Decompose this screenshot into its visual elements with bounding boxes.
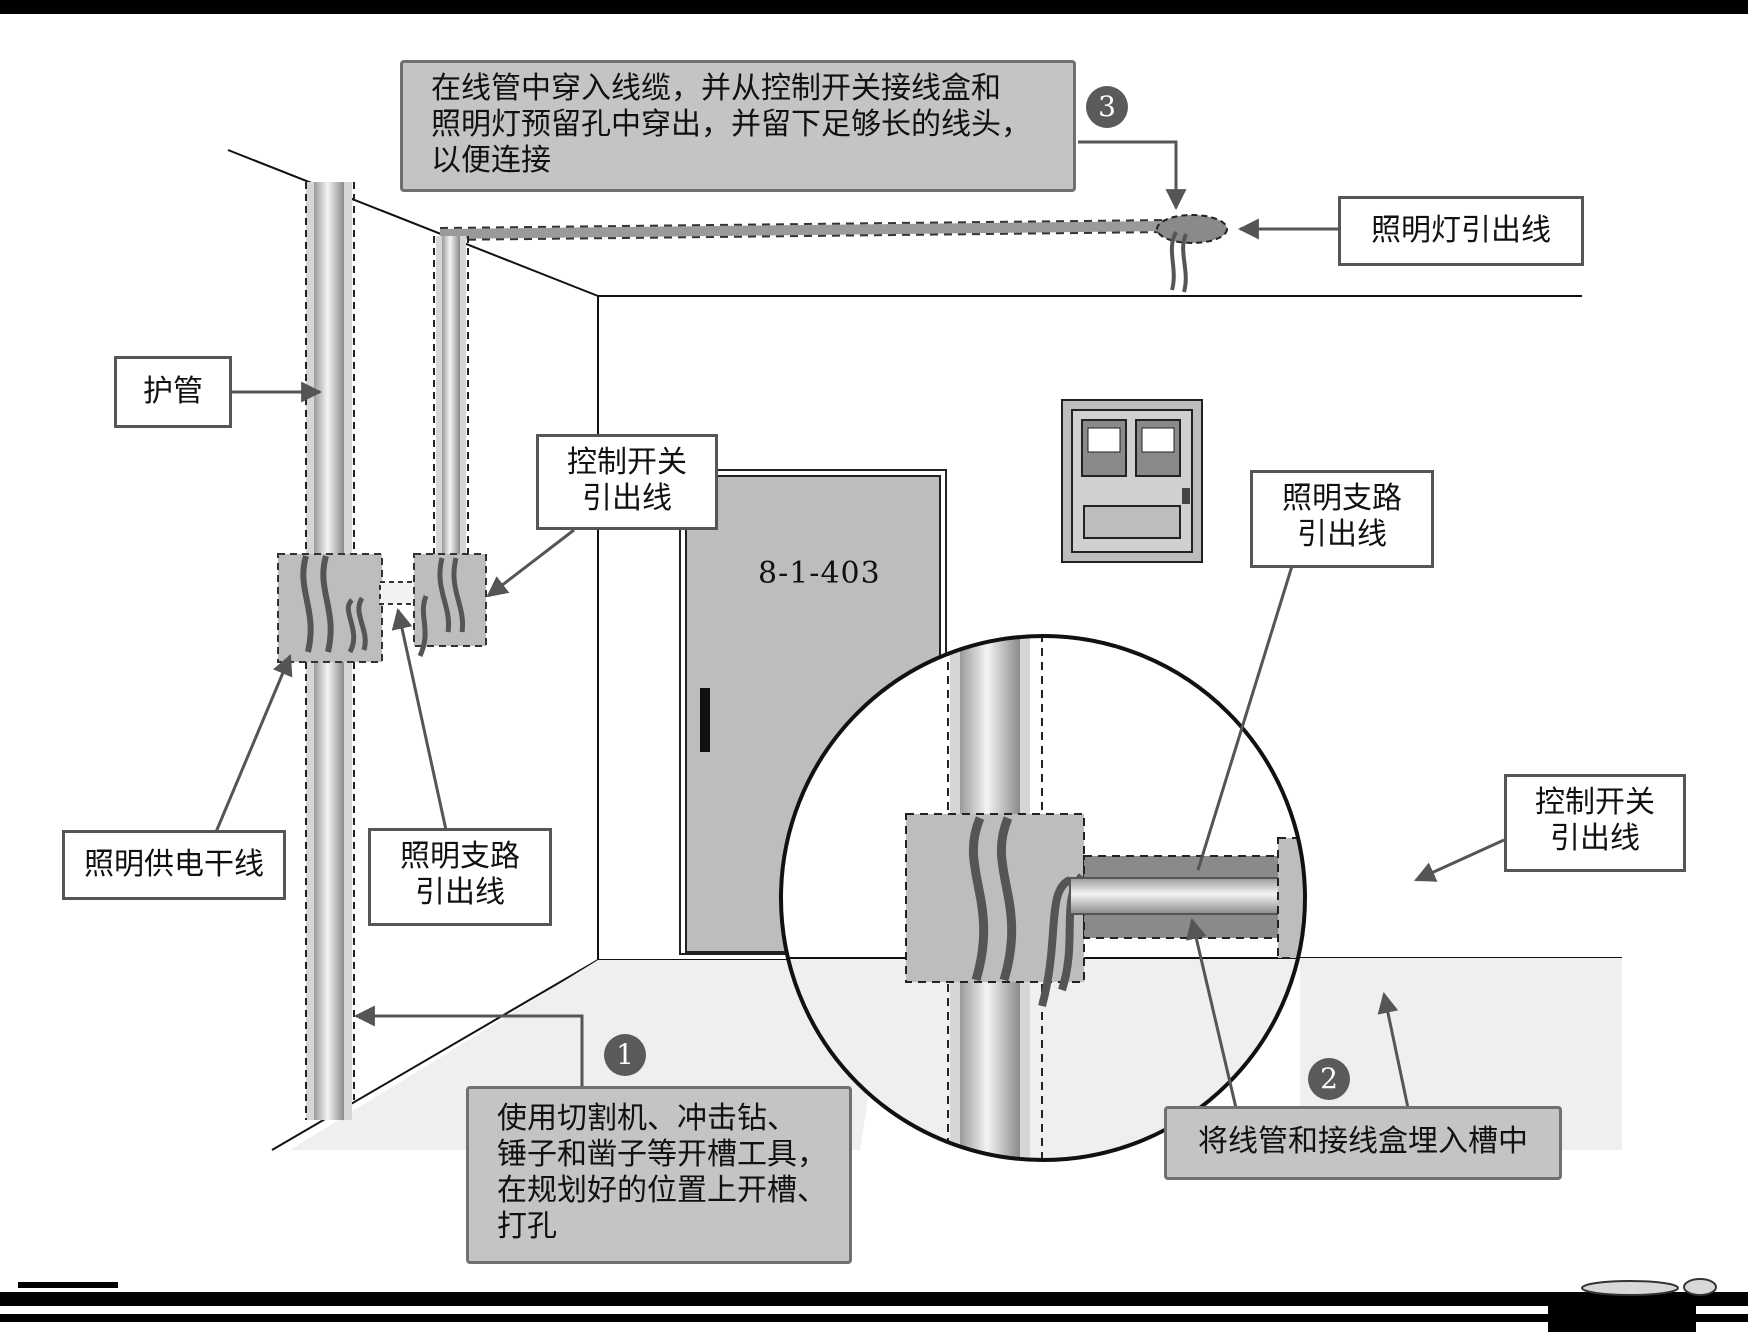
branch-pipe: [433, 236, 469, 558]
step-1-badge: 1: [604, 1034, 646, 1076]
arrow-step2-box: [1377, 991, 1410, 1109]
arrow-supply-trunk: [214, 654, 293, 833]
leader-lines: [214, 140, 1505, 1109]
step-3-badge: 3: [1086, 86, 1128, 128]
arrow-switch-lead-top: [486, 528, 575, 598]
door-number: 8-1-403: [758, 556, 881, 591]
arrow-step2-pipe: [1186, 917, 1238, 1109]
switch-lead-zoom-label: 控制开关 引出线: [1504, 774, 1686, 872]
door-handle: [700, 688, 710, 752]
meter-box: [1061, 399, 1203, 563]
step3-note: 在线管中穿入线缆，并从控制开关接线盒和 照明灯预留孔中穿出，并留下足够长的线头，…: [400, 60, 1076, 192]
supply-trunk-label: 照明供电干线: [62, 830, 286, 900]
step2-note: 将线管和接线盒埋入槽中: [1164, 1106, 1562, 1180]
branch-lead-zoom-label: 照明支路 引出线: [1250, 470, 1434, 568]
step-2-badge: 2: [1308, 1058, 1350, 1100]
arrow-branch-lead: [391, 607, 448, 831]
junction-box-switch: [413, 553, 487, 658]
protect-pipe-label: 护管: [114, 356, 232, 428]
switch-lead-top-label: 控制开关 引出线: [536, 434, 718, 530]
branch-link-pipe: [379, 581, 417, 605]
arrow-step1: [353, 1005, 584, 1086]
lamp-lead-label: 照明灯引出线: [1338, 196, 1584, 266]
arrow-switch-zoom: [1414, 838, 1505, 882]
arrow-branch-zoom: [1196, 565, 1294, 871]
arrow-step3: [1078, 140, 1187, 211]
lamp-hole: [1156, 214, 1228, 244]
ceiling-conduit: [439, 219, 1171, 241]
junction-box-trunk: [277, 553, 383, 663]
lamp-wires: [1169, 231, 1188, 293]
branch-lead-left-label: 照明支路 引出线: [368, 828, 552, 926]
step1-note: 使用切割机、冲击钻、 锤子和凿子等开槽工具， 在规划好的位置上开槽、 打孔: [466, 1086, 852, 1264]
zoom-detail: [779, 634, 1307, 1162]
